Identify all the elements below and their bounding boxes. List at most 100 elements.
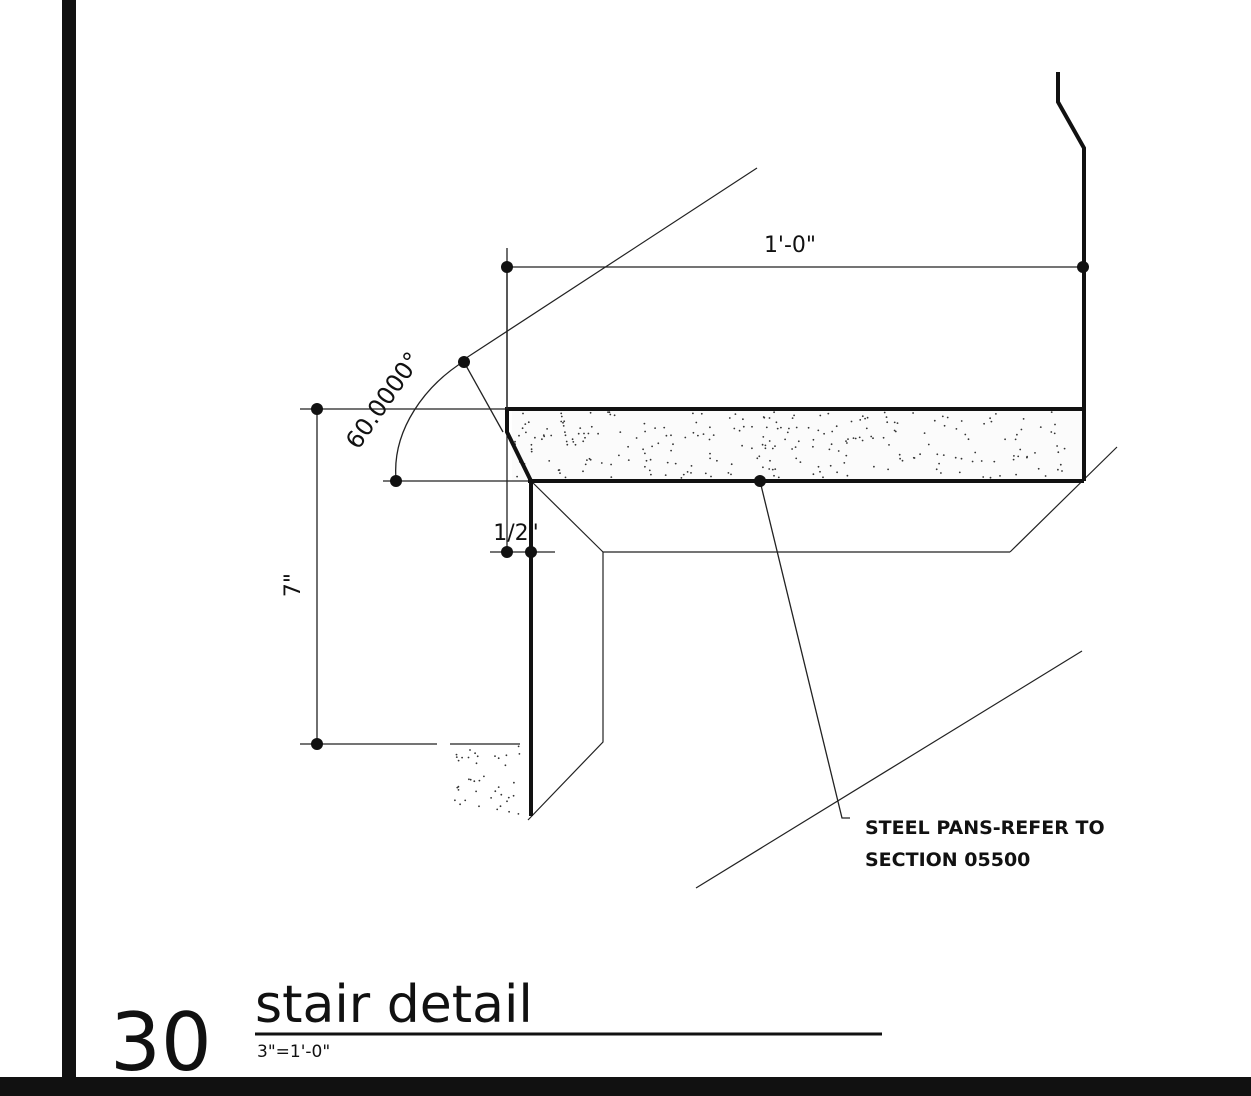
- stipple-dot: [819, 470, 821, 473]
- stipple-dot: [955, 428, 958, 430]
- stipple-dot: [780, 426, 782, 429]
- stipple-dot: [799, 461, 802, 463]
- stipple-dot: [459, 803, 461, 806]
- stipple-dot: [457, 789, 460, 791]
- stipple-dot: [1019, 448, 1022, 451]
- stipple-dot: [771, 468, 774, 471]
- stipple-dot: [946, 416, 949, 419]
- stipple-dot: [769, 459, 771, 462]
- stipple-dot: [964, 433, 967, 436]
- stipple-dot: [864, 417, 866, 420]
- stipple-dot: [610, 463, 612, 466]
- stipple-dot: [473, 780, 476, 783]
- stipple-dot: [764, 447, 767, 450]
- tread-width-label: 1'-0": [764, 233, 816, 258]
- stipple-dot: [579, 427, 582, 429]
- stipple-dot: [865, 427, 868, 430]
- stipple-dot: [709, 452, 711, 455]
- stipple-dot: [894, 430, 897, 433]
- stipple-dot: [476, 755, 479, 758]
- stipple-dot: [912, 412, 914, 414]
- stipple-dot: [455, 753, 458, 756]
- stipple-dot: [762, 436, 765, 438]
- stipple-dot: [497, 786, 500, 788]
- stipple-dot: [483, 775, 485, 778]
- stipple-dot: [812, 473, 815, 476]
- stipple-dot: [888, 444, 890, 446]
- stipple-dot: [524, 423, 527, 425]
- stipple-dot: [582, 470, 584, 473]
- stipple-dot: [500, 793, 503, 796]
- stipple-dot: [610, 476, 613, 478]
- stipple-dot: [1026, 456, 1028, 459]
- detail-title: stair detail: [255, 975, 533, 1035]
- stipple-dot: [710, 475, 712, 478]
- stipple-dot: [469, 749, 471, 751]
- stipple-dot: [475, 790, 477, 793]
- stipple-dot: [836, 471, 838, 474]
- stipple-dot: [564, 476, 567, 479]
- stipple-dot: [619, 431, 622, 433]
- stipple-dot: [893, 429, 896, 432]
- riser-height-label: 7": [281, 573, 306, 597]
- stipple-dot: [974, 451, 977, 454]
- detail-number: 30: [110, 996, 212, 1089]
- stipple-dot: [742, 425, 745, 428]
- stipple-dot: [590, 425, 593, 428]
- stipple-dot: [695, 421, 698, 424]
- stipple-dot: [464, 799, 467, 802]
- stipple-dot: [999, 475, 1001, 477]
- stipple-dot: [690, 472, 692, 474]
- stipple-dot: [456, 786, 459, 789]
- stipple-dot: [1017, 455, 1020, 458]
- stipple-dot: [1061, 470, 1063, 472]
- nosing-angle-label: 60.0000°: [340, 347, 427, 454]
- stipple-dot: [850, 420, 853, 423]
- stipple-dot: [793, 414, 795, 417]
- stipple-dot: [704, 472, 707, 475]
- stipple-dot: [709, 457, 711, 460]
- stipple-dot: [788, 427, 790, 430]
- stipple-dot: [1054, 423, 1056, 426]
- stipple-dot: [587, 432, 590, 435]
- stipple-dot: [708, 438, 711, 441]
- stipple-dot: [609, 413, 612, 416]
- stipple-dot: [654, 427, 656, 429]
- stipple-dot: [893, 421, 896, 424]
- stipple-dot: [566, 443, 569, 446]
- stipple-dot: [1050, 431, 1053, 433]
- stipple-dot: [751, 425, 753, 428]
- stipple-dot: [775, 421, 778, 424]
- detail-scale: 3"=1'-0": [257, 1042, 330, 1062]
- stipple-dot: [807, 426, 810, 429]
- stipple-dot: [794, 446, 797, 448]
- stipple-dot: [847, 438, 849, 440]
- stipple-dot: [734, 413, 737, 415]
- stipple-dot: [765, 426, 768, 429]
- stipple-dot: [712, 434, 715, 436]
- stipple-dot: [522, 412, 524, 415]
- stipple-dot: [980, 460, 983, 462]
- stipple-dot: [858, 436, 861, 439]
- stipple-dot: [506, 800, 508, 803]
- stipple-dot: [507, 796, 510, 799]
- stipple-dot: [730, 463, 733, 466]
- steel-pans-callout-line2: SECTION 05500: [865, 849, 1030, 871]
- stipple-dot: [990, 420, 993, 423]
- stipple-dot: [563, 420, 566, 423]
- stipple-dot: [861, 439, 864, 442]
- stipple-dot: [657, 442, 660, 445]
- stipple-dot: [454, 799, 456, 802]
- stipple-dot: [534, 436, 536, 439]
- stipple-dot: [751, 447, 753, 450]
- stipple-dot: [648, 469, 651, 472]
- stipple-dot: [1013, 455, 1015, 457]
- stipple-dot: [692, 431, 695, 434]
- stipple-dot: [608, 411, 611, 414]
- stipple-dot: [700, 412, 703, 415]
- stipple-dot: [771, 447, 774, 450]
- stipple-dot: [773, 474, 775, 477]
- stipple-dot: [497, 757, 500, 760]
- stipple-dot: [960, 457, 963, 460]
- stipple-dot: [935, 468, 938, 471]
